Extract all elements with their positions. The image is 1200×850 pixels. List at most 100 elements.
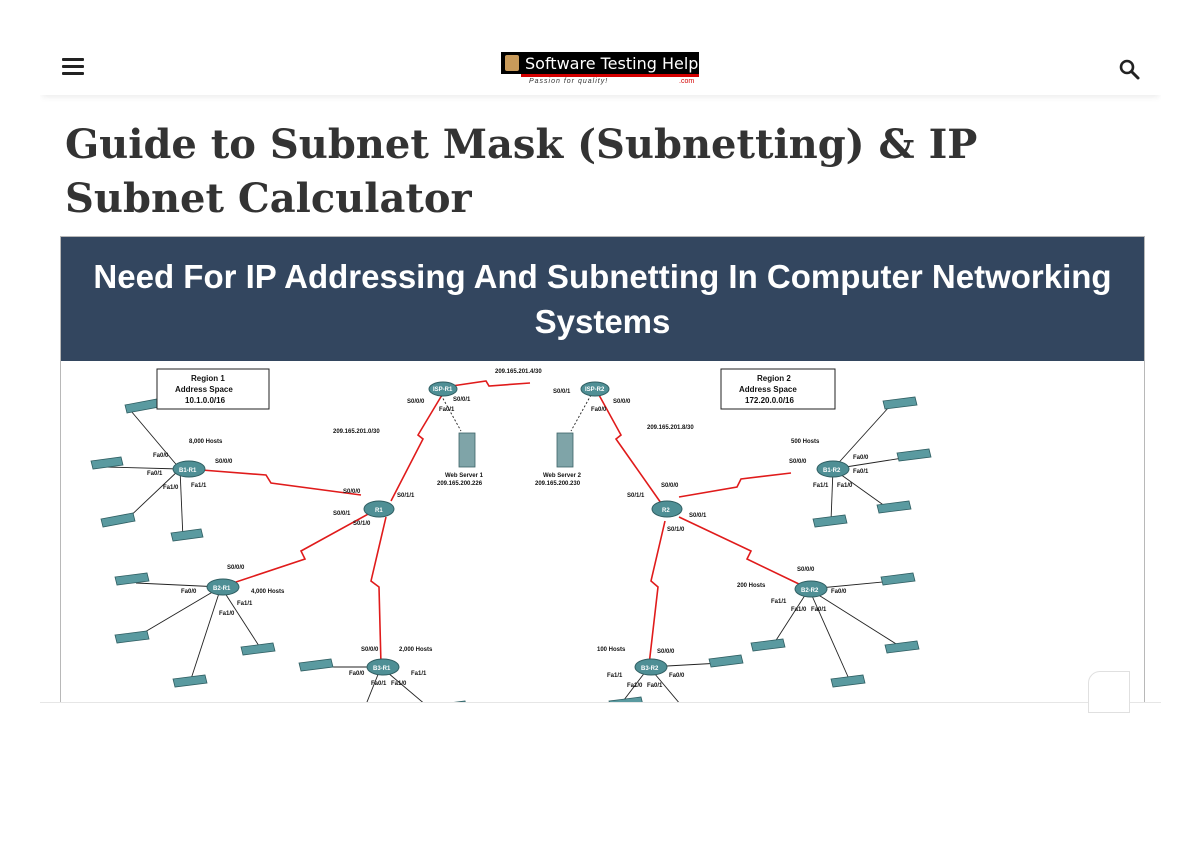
svg-text:Fa0/0: Fa0/0 xyxy=(153,453,169,459)
router-b3-r1: B3-R1 xyxy=(366,658,400,676)
top-link-label: 209.165.201.4/30 xyxy=(495,369,542,375)
scroll-widget-corner[interactable] xyxy=(1088,671,1130,713)
switch-icon xyxy=(114,572,150,586)
svg-text:Fa0/0: Fa0/0 xyxy=(591,407,607,413)
svg-text:Fa1/1: Fa1/1 xyxy=(607,673,623,679)
svg-text:S0/0/1: S0/0/1 xyxy=(689,513,707,519)
svg-text:ISP-R1: ISP-R1 xyxy=(433,387,453,393)
svg-text:S0/0/0: S0/0/0 xyxy=(613,399,631,405)
featured-image[interactable]: Need For IP Addressing And Subnetting In… xyxy=(60,236,1145,702)
svg-text:Region 2: Region 2 xyxy=(757,374,791,383)
svg-text:Fa0/1: Fa0/1 xyxy=(811,607,827,613)
switch-icon xyxy=(298,658,334,672)
router-icon xyxy=(634,658,668,676)
svg-text:B1-R2: B1-R2 xyxy=(823,468,841,474)
switch-icon xyxy=(880,572,916,586)
svg-text:ISP-R2: ISP-R2 xyxy=(585,387,605,393)
switch-icon xyxy=(608,696,643,702)
switch-icon xyxy=(882,396,918,410)
svg-text:B3-R2: B3-R2 xyxy=(641,666,659,672)
svg-text:Web Server 1: Web Server 1 xyxy=(445,473,484,479)
switch-icon xyxy=(100,512,136,528)
svg-text:Fa1/1: Fa1/1 xyxy=(191,483,207,489)
svg-text:172.20.0.0/16: 172.20.0.0/16 xyxy=(745,396,794,405)
hamburger-menu-icon[interactable] xyxy=(62,58,84,78)
svg-text:Region 1: Region 1 xyxy=(191,374,225,383)
svg-text:S0/1/1: S0/1/1 xyxy=(627,493,645,499)
switch-icon xyxy=(453,700,466,702)
region-2-box: Region 2 Address Space 172.20.0.0/16 xyxy=(720,368,836,410)
router-b2-r1: B2-R1 xyxy=(206,578,240,596)
server-icon xyxy=(556,432,574,468)
svg-text:S0/0/1: S0/0/1 xyxy=(333,511,351,517)
svg-text:B3-R1: B3-R1 xyxy=(373,666,391,672)
svg-text:S0/0/0: S0/0/0 xyxy=(797,567,815,573)
svg-text:Fa0/1: Fa0/1 xyxy=(647,683,663,689)
switch-icon xyxy=(876,500,912,514)
switch-icon xyxy=(708,654,744,668)
svg-text:S0/0/0: S0/0/0 xyxy=(657,649,675,655)
svg-text:209.165.200.226: 209.165.200.226 xyxy=(437,481,483,487)
switch-icon xyxy=(172,674,208,688)
router-icon xyxy=(206,578,240,596)
switch-icon xyxy=(170,528,204,542)
svg-text:209.165.200.230: 209.165.200.230 xyxy=(535,481,581,487)
router-r2: R2 xyxy=(651,500,683,518)
logo-box: Software Testing Help xyxy=(501,52,699,74)
right-link-label: 209.165.201.8/30 xyxy=(647,425,694,431)
svg-text:Fa0/1: Fa0/1 xyxy=(147,471,163,477)
svg-text:B2-R2: B2-R2 xyxy=(801,588,819,594)
search-icon[interactable] xyxy=(1118,58,1142,82)
region-1-box: Region 1 Address Space 10.1.0.0/16 xyxy=(156,368,270,410)
network-diagram: Web Server 1 209.165.200.226 Web Server … xyxy=(90,368,932,702)
logo-name: Software Testing Help xyxy=(525,54,699,73)
svg-text:Fa1/0: Fa1/0 xyxy=(163,485,179,491)
serial-links xyxy=(188,380,802,666)
svg-text:S0/0/1: S0/0/1 xyxy=(553,389,571,395)
switch-icon xyxy=(896,448,932,462)
router-icon xyxy=(794,580,828,598)
svg-text:Fa1/0: Fa1/0 xyxy=(627,683,643,689)
svg-text:Address Space: Address Space xyxy=(175,385,233,394)
router-b1-r2: B1-R2 xyxy=(816,460,850,478)
svg-text:S0/0/0: S0/0/0 xyxy=(215,459,233,465)
logo-suffix: .com xyxy=(679,78,695,85)
host-count-b3-r2: 100 Hosts xyxy=(597,647,626,653)
image-banner: Need For IP Addressing And Subnetting In… xyxy=(61,237,1144,361)
svg-text:S0/1/1: S0/1/1 xyxy=(397,493,415,499)
switch-icon xyxy=(90,456,124,470)
svg-text:S0/0/1: S0/0/1 xyxy=(453,397,471,403)
svg-text:Address Space: Address Space xyxy=(739,385,797,394)
host-count-b2-r2: 200 Hosts xyxy=(737,583,766,589)
host-count-b1-r2: 500 Hosts xyxy=(791,439,820,445)
site-logo[interactable]: Software Testing Help Passion for qualit… xyxy=(501,52,701,86)
router-b2-r2: B2-R2 xyxy=(794,580,828,598)
svg-text:S0/0/0: S0/0/0 xyxy=(343,489,361,495)
router-b3-r2: B3-R2 xyxy=(634,658,668,676)
svg-text:10.1.0.0/16: 10.1.0.0/16 xyxy=(185,396,226,405)
svg-text:Fa0/1: Fa0/1 xyxy=(371,681,387,687)
web-server-1: Web Server 1 209.165.200.226 xyxy=(437,432,484,487)
svg-text:Fa1/0: Fa1/0 xyxy=(791,607,807,613)
logo-underline xyxy=(521,74,699,77)
svg-text:S0/0/0: S0/0/0 xyxy=(789,459,807,465)
svg-text:R2: R2 xyxy=(662,508,670,514)
router-icon xyxy=(428,381,458,397)
switch-icon xyxy=(884,640,920,654)
host-count-b2-r1: 4,000 Hosts xyxy=(251,589,285,595)
svg-text:Fa0/1: Fa0/1 xyxy=(439,407,455,413)
router-icon xyxy=(580,381,610,397)
router-icon xyxy=(816,460,850,478)
interface-labels: S0/0/0 S0/0/1 Fa0/1 S0/0/1 S0/0/0 Fa0/0 … xyxy=(147,389,869,689)
svg-text:Web Server 2: Web Server 2 xyxy=(543,473,582,479)
svg-text:S0/0/0: S0/0/0 xyxy=(227,565,245,571)
router-icon xyxy=(363,500,395,518)
svg-text:Fa1/0: Fa1/0 xyxy=(837,483,853,489)
svg-text:Fa0/1: Fa0/1 xyxy=(853,469,869,475)
banner-title: Need For IP Addressing And Subnetting In… xyxy=(93,258,1112,340)
svg-text:S0/0/0: S0/0/0 xyxy=(661,483,679,489)
svg-text:B1-R1: B1-R1 xyxy=(179,468,197,474)
svg-text:Fa1/1: Fa1/1 xyxy=(411,671,427,677)
svg-text:Fa1/0: Fa1/0 xyxy=(219,611,235,617)
router-isp-r1: ISP-R1 xyxy=(428,381,458,397)
